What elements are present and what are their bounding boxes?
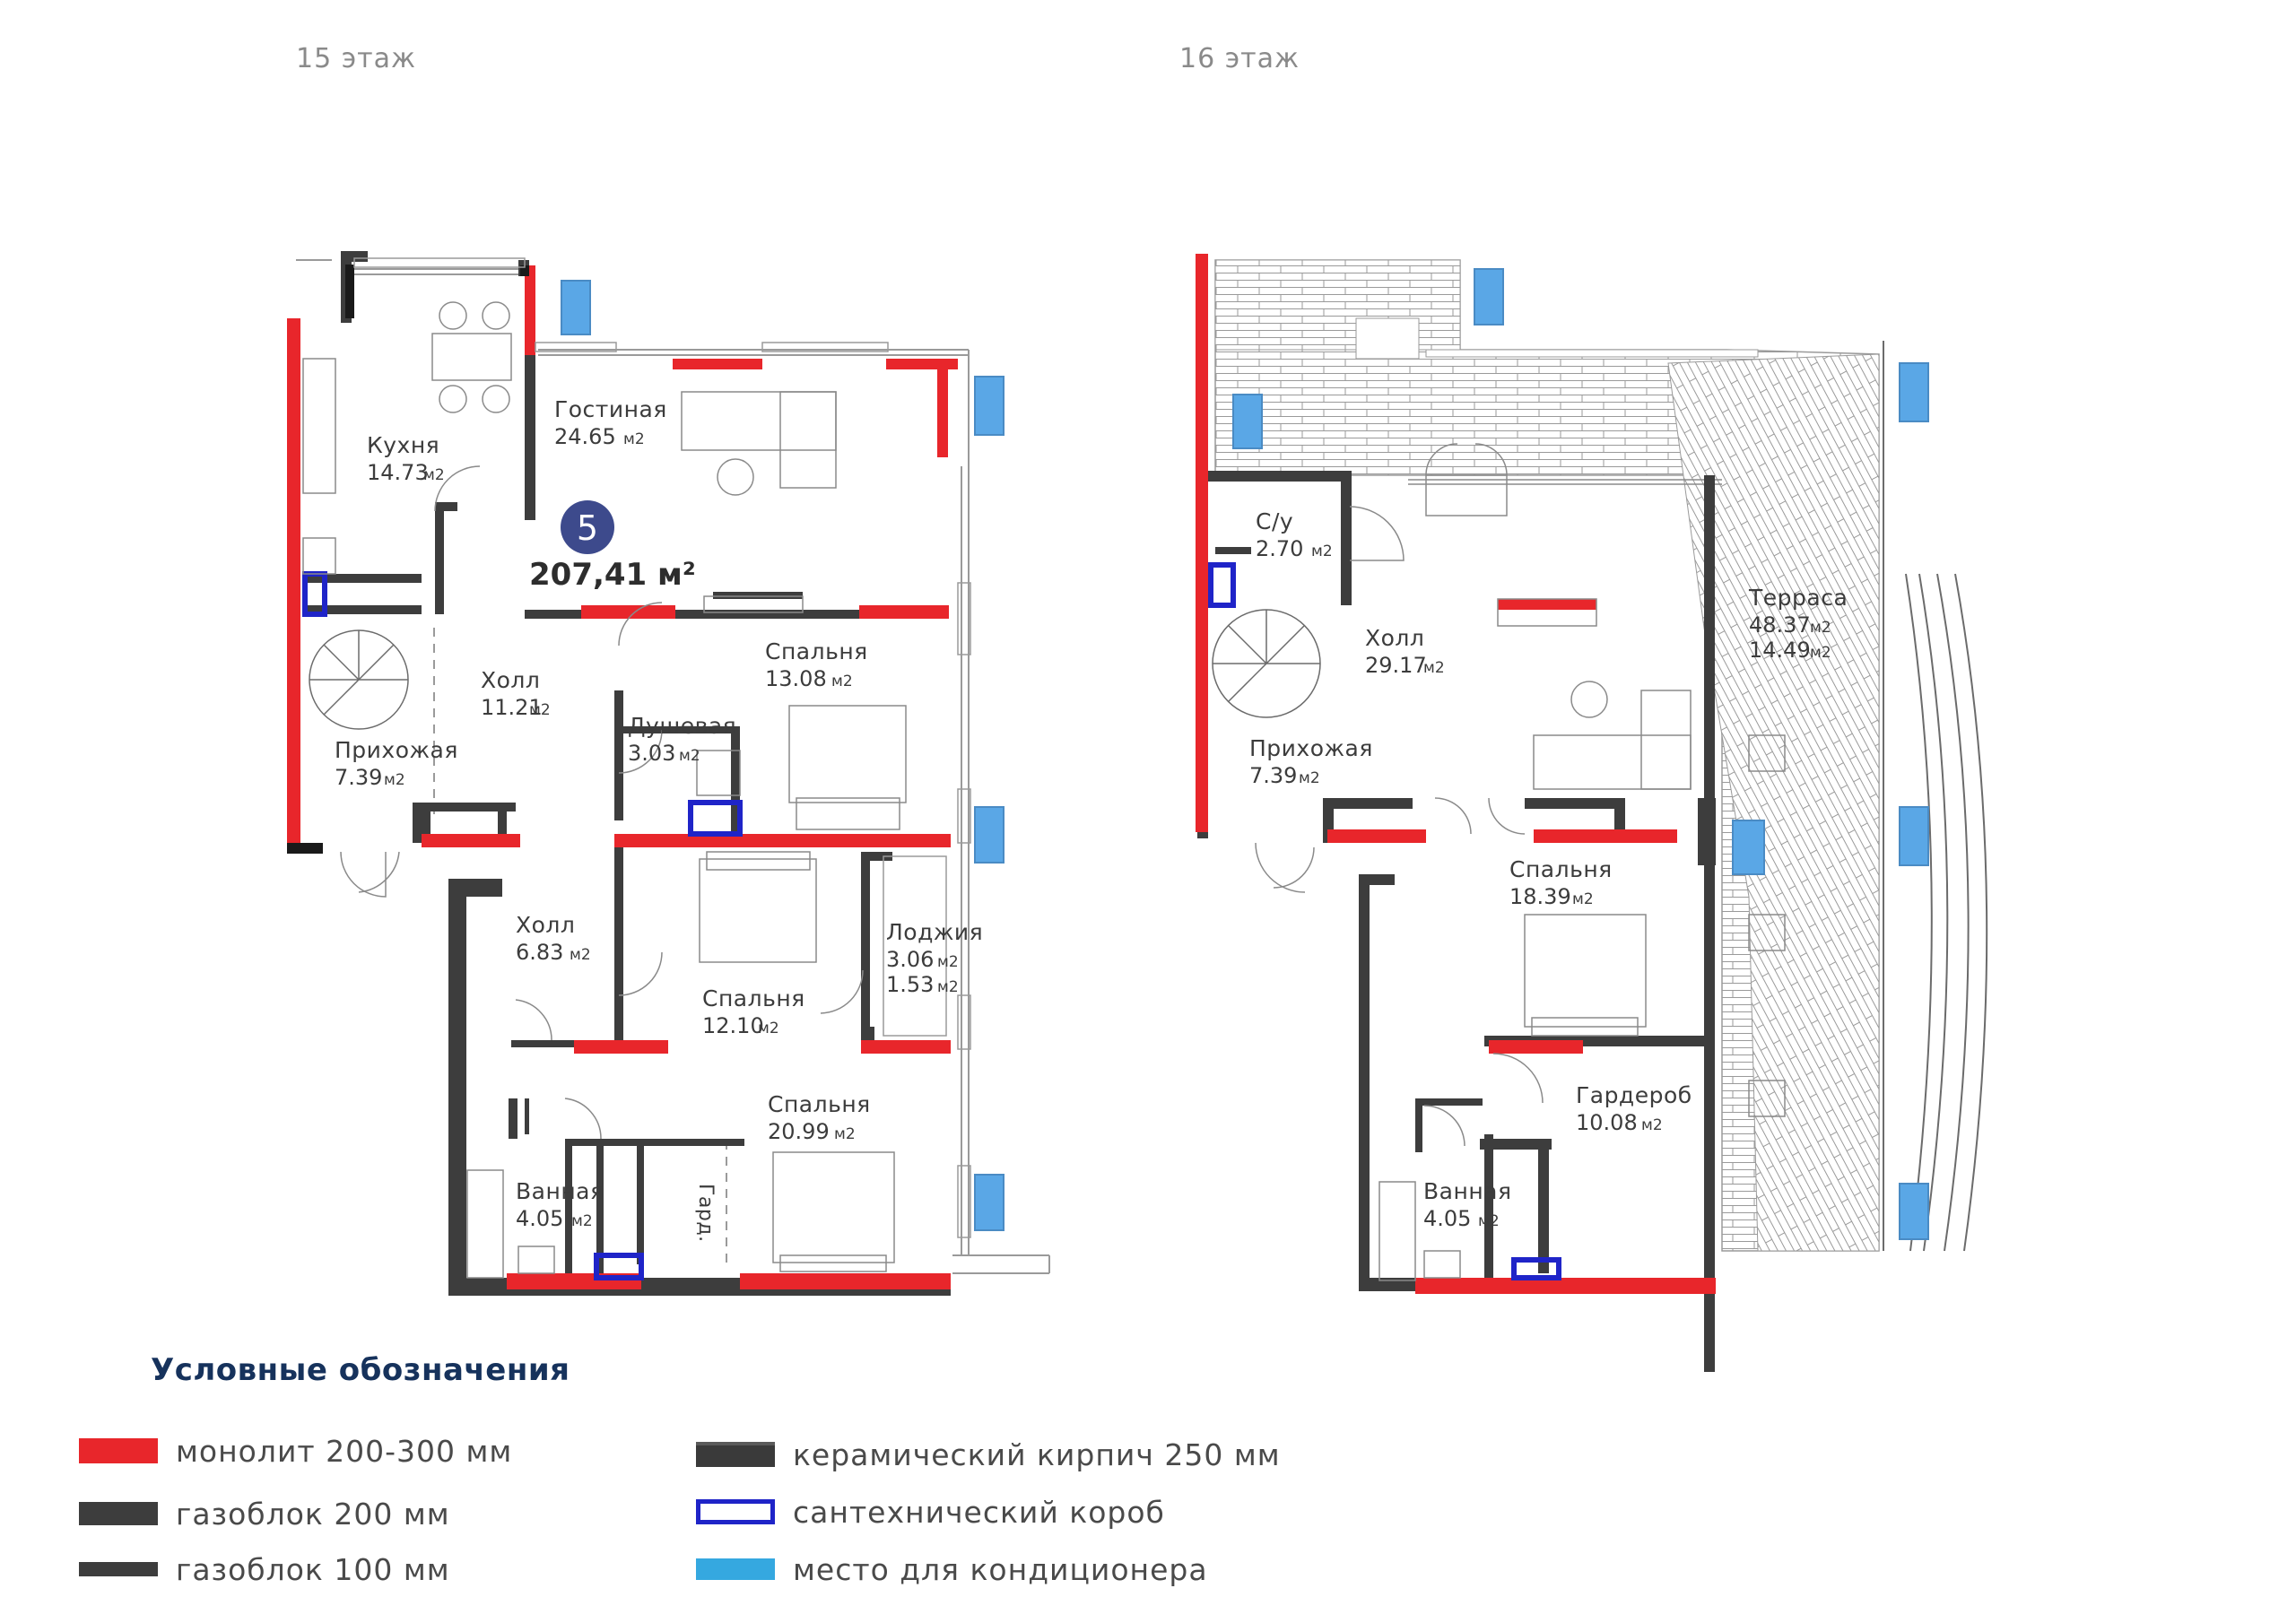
gasblock-200-swatch	[79, 1502, 158, 1525]
room-bedroom2-name: Спальня	[702, 985, 805, 1011]
svg-text:м2: м2	[1810, 619, 1831, 637]
unit-badge: 5 207,41 м²	[529, 500, 696, 593]
room-bath16-name: Ванная	[1423, 1178, 1512, 1204]
legend-item-brick: керамический кирпич 250 мм	[696, 1436, 1281, 1472]
room-wc-name: С/у	[1256, 508, 1293, 534]
unit-number: 5	[577, 508, 598, 548]
room-bedroom16-name: Спальня	[1509, 856, 1613, 882]
floor-15-plan: Кухня 14.73 м2 Гостиная 24.65 м2 Холл 11…	[287, 251, 1050, 1296]
svg-text:м2: м2	[571, 1212, 593, 1230]
room-bath-area: 4.05	[516, 1206, 563, 1231]
spiral-stairs-15	[309, 629, 409, 730]
gasblock-walls-16	[1197, 471, 1716, 1372]
room-bedroom3-area: 20.99	[768, 1119, 830, 1144]
brick-swatch	[696, 1442, 775, 1467]
room-bath16-area: 4.05	[1423, 1206, 1471, 1231]
plumbing-boxes	[302, 571, 743, 1280]
unit-total-area: 207,41 м²	[529, 557, 696, 593]
room-hall1-name: Холл	[481, 667, 540, 693]
room-entry-area: 7.39	[335, 765, 382, 790]
legend-title: Условные обозначения	[151, 1352, 570, 1388]
legend-item-monolith: монолит 200-300 мм	[79, 1433, 512, 1469]
svg-text:м2: м2	[937, 978, 959, 996]
floor-title-15: 15 этаж	[296, 43, 417, 74]
svg-text:м2: м2	[679, 747, 700, 765]
plumbing-swatch	[696, 1499, 775, 1524]
ac-swatch	[696, 1558, 775, 1580]
room-kitchen-area: 14.73	[367, 460, 429, 485]
svg-text:м2: м2	[1810, 644, 1831, 662]
room-loggia-name: Лоджия	[886, 919, 983, 945]
plumbing-boxes-16	[1208, 562, 1561, 1280]
doors-16	[1255, 506, 1544, 1147]
svg-text:м2: м2	[1478, 1212, 1500, 1230]
room-kitchen-name: Кухня	[367, 432, 439, 458]
room-terrace-name: Терраса	[1748, 585, 1848, 611]
ac-places-15	[561, 280, 1004, 1231]
svg-text:м2: м2	[834, 1125, 856, 1143]
spiral-stairs-16	[1212, 609, 1321, 718]
svg-text:м2: м2	[1311, 542, 1333, 560]
svg-text:м2: м2	[570, 946, 591, 964]
room-entry16-name: Прихожая	[1249, 735, 1373, 761]
room-living-area: 24.65	[554, 424, 616, 449]
room-wardrobe-area: 10.08	[1576, 1110, 1638, 1135]
room-bedroom3-name: Спальня	[768, 1091, 871, 1117]
room-entry16-area: 7.39	[1249, 763, 1297, 788]
furniture-15	[302, 301, 907, 1279]
furniture-16	[1378, 598, 1786, 1281]
svg-text:м2: м2	[937, 953, 959, 971]
monolith-walls-16	[1196, 254, 1716, 1294]
legend-item-gasblock-200: газоблок 200 мм	[79, 1496, 450, 1532]
svg-text:м2: м2	[623, 430, 645, 448]
floor-title-16: 16 этаж	[1179, 43, 1300, 74]
room-hall2-area: 6.83	[516, 940, 563, 965]
room-hall-name: Холл	[1365, 625, 1424, 651]
room-bedroom1-name: Спальня	[765, 638, 868, 664]
svg-text:м2: м2	[758, 1020, 779, 1037]
legend-item-gasblock-100: газоблок 100 мм	[79, 1551, 450, 1587]
room-hall1-area: 11.21	[481, 695, 543, 720]
room-loggia-area2: 1.53	[886, 972, 934, 997]
svg-text:м2: м2	[1641, 1116, 1663, 1134]
svg-text:м2: м2	[1299, 769, 1320, 787]
room-wardrobe-name: Гардероб	[1576, 1082, 1692, 1108]
doors-15	[340, 465, 864, 1140]
room-labels-15: Кухня 14.73 м2 Гостиная 24.65 м2 Холл 11…	[335, 396, 983, 1243]
ac-places-16	[1232, 268, 1929, 1240]
room-terrace-area2: 14.49	[1749, 638, 1811, 663]
room-bedroom1-area: 13.08	[765, 666, 827, 691]
room-shower-area: 3.03	[628, 741, 675, 766]
room-hall2-name: Холл	[516, 912, 575, 938]
room-terrace-area: 48.37	[1749, 612, 1811, 638]
svg-text:м2: м2	[384, 771, 405, 789]
room-living-name: Гостиная	[554, 396, 667, 422]
svg-text:м2: м2	[529, 701, 551, 719]
room-hall-area: 29.17	[1365, 653, 1427, 678]
svg-text:м2: м2	[423, 466, 445, 484]
room-bedroom2-area: 12.10	[702, 1013, 764, 1038]
monolith-swatch	[79, 1438, 158, 1463]
svg-text:м2: м2	[1572, 890, 1594, 908]
room-wc-area: 2.70	[1256, 536, 1303, 561]
room-shower-name: Душевая	[628, 713, 736, 739]
wardrobe-tag: Гард.	[694, 1184, 717, 1243]
gasblock-100-swatch	[79, 1562, 158, 1576]
room-bedroom16-area: 18.39	[1509, 884, 1571, 909]
monolith-walls	[287, 265, 958, 1289]
svg-text:м2: м2	[1423, 659, 1445, 677]
svg-text:м2: м2	[831, 673, 853, 690]
floor-16-plan: С/у 2.70 м2 Холл 29.17 м2 Терраса 48.37 …	[1196, 254, 1988, 1372]
legend-item-ac: место для кондиционера	[696, 1551, 1208, 1587]
room-labels-16: С/у 2.70 м2 Холл 29.17 м2 Терраса 48.37 …	[1249, 508, 1848, 1231]
legend-item-plumbing: сантехнический короб	[696, 1494, 1165, 1530]
room-bath-name: Ванная	[516, 1178, 604, 1204]
room-entry-name: Прихожая	[335, 737, 458, 763]
room-loggia-area: 3.06	[886, 947, 934, 972]
